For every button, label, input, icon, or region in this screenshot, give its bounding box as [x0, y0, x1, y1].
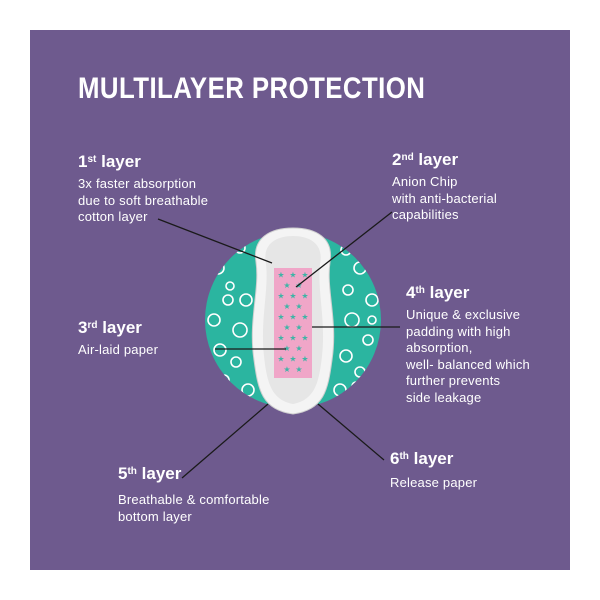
star-icon: ★: [289, 271, 296, 280]
star-icon: ★: [295, 281, 302, 290]
leader-line-layer-5: [181, 403, 269, 479]
star-icon: ★: [295, 365, 302, 374]
star-icon: ★: [283, 281, 290, 290]
star-icon: ★: [301, 355, 308, 364]
circle-dot: [365, 293, 379, 307]
star-icon: ★: [295, 344, 302, 353]
circle-dot: [218, 374, 230, 386]
circle-dot: [222, 294, 234, 306]
layer-1-description: 3x faster absorption due to soft breatha…: [78, 176, 209, 224]
layer-5-label: 5th layer Breathable & comfortable botto…: [118, 464, 270, 525]
star-icon: ★: [301, 334, 308, 343]
star-icon: ★: [295, 323, 302, 332]
star-icon: ★: [277, 292, 284, 301]
star-icon: ★: [283, 323, 290, 332]
star-icon: ★: [301, 271, 308, 280]
circle-dot: [362, 334, 374, 346]
layer-6-label: 6th layer Release paper: [390, 449, 477, 492]
star-icon: ★: [301, 292, 308, 301]
leader-line-layer-6: [317, 403, 385, 461]
layer-2-label: 2nd layer Anion Chip with anti-bacterial…: [392, 150, 497, 224]
layer-4-label: 4th layer Unique & exclusive padding wit…: [406, 283, 530, 406]
layer-6-description: Release paper: [390, 475, 478, 490]
star-icon: ★: [283, 365, 290, 374]
leader-line-layer-1: [157, 218, 273, 264]
pad-core: [274, 268, 312, 378]
layer-6-title: 6th layer: [390, 449, 454, 468]
star-icon: ★: [289, 292, 296, 301]
circle-dot: [339, 349, 353, 363]
circle-dot: [213, 343, 227, 357]
star-icon: ★: [277, 271, 284, 280]
star-icon: ★: [295, 302, 302, 311]
star-icon: ★: [283, 344, 290, 353]
layer-3-title: 3rd layer: [78, 318, 142, 337]
star-icon: ★: [301, 313, 308, 322]
layer-5-title: 5th layer: [118, 464, 182, 483]
circle-dots-pattern: [207, 242, 379, 397]
star-icon: ★: [289, 355, 296, 364]
star-icon: ★: [283, 302, 290, 311]
layer-4-description: Unique & exclusive padding with high abs…: [406, 307, 530, 405]
circle-dot: [239, 293, 253, 307]
core-stars-pattern: ★★★★★★★★★★★★★★★★★★★★★★★★★: [277, 271, 308, 375]
layer-3-description: Air-laid paper: [78, 342, 159, 357]
star-icon: ★: [277, 355, 284, 364]
layer-1-title: 1st layer: [78, 152, 141, 171]
circle-dot: [342, 284, 354, 296]
layer-5-description: Breathable & comfortable bottom layer: [118, 492, 270, 524]
star-icon: ★: [289, 334, 296, 343]
leader-line-layer-2: [295, 211, 393, 288]
layer-3-label: 3rd layer Air-laid paper: [78, 318, 158, 359]
layer-2-description: Anion Chip with anti-bacterial capabilit…: [392, 174, 497, 222]
layer-2-title: 2nd layer: [392, 150, 459, 169]
star-icon: ★: [277, 334, 284, 343]
circle-dot: [225, 281, 235, 291]
layer-1-label: 1st layer 3x faster absorption due to so…: [78, 152, 208, 226]
star-icon: ★: [289, 313, 296, 322]
circle-dot: [207, 313, 221, 327]
circle-dot: [232, 322, 248, 338]
layer-4-title: 4th layer: [406, 283, 470, 302]
circle-dot: [230, 356, 242, 368]
circle-dot: [351, 381, 361, 391]
page-title: MULTILAYER PROTECTION: [78, 72, 426, 105]
star-icon: ★: [277, 313, 284, 322]
circle-dot: [367, 315, 377, 325]
